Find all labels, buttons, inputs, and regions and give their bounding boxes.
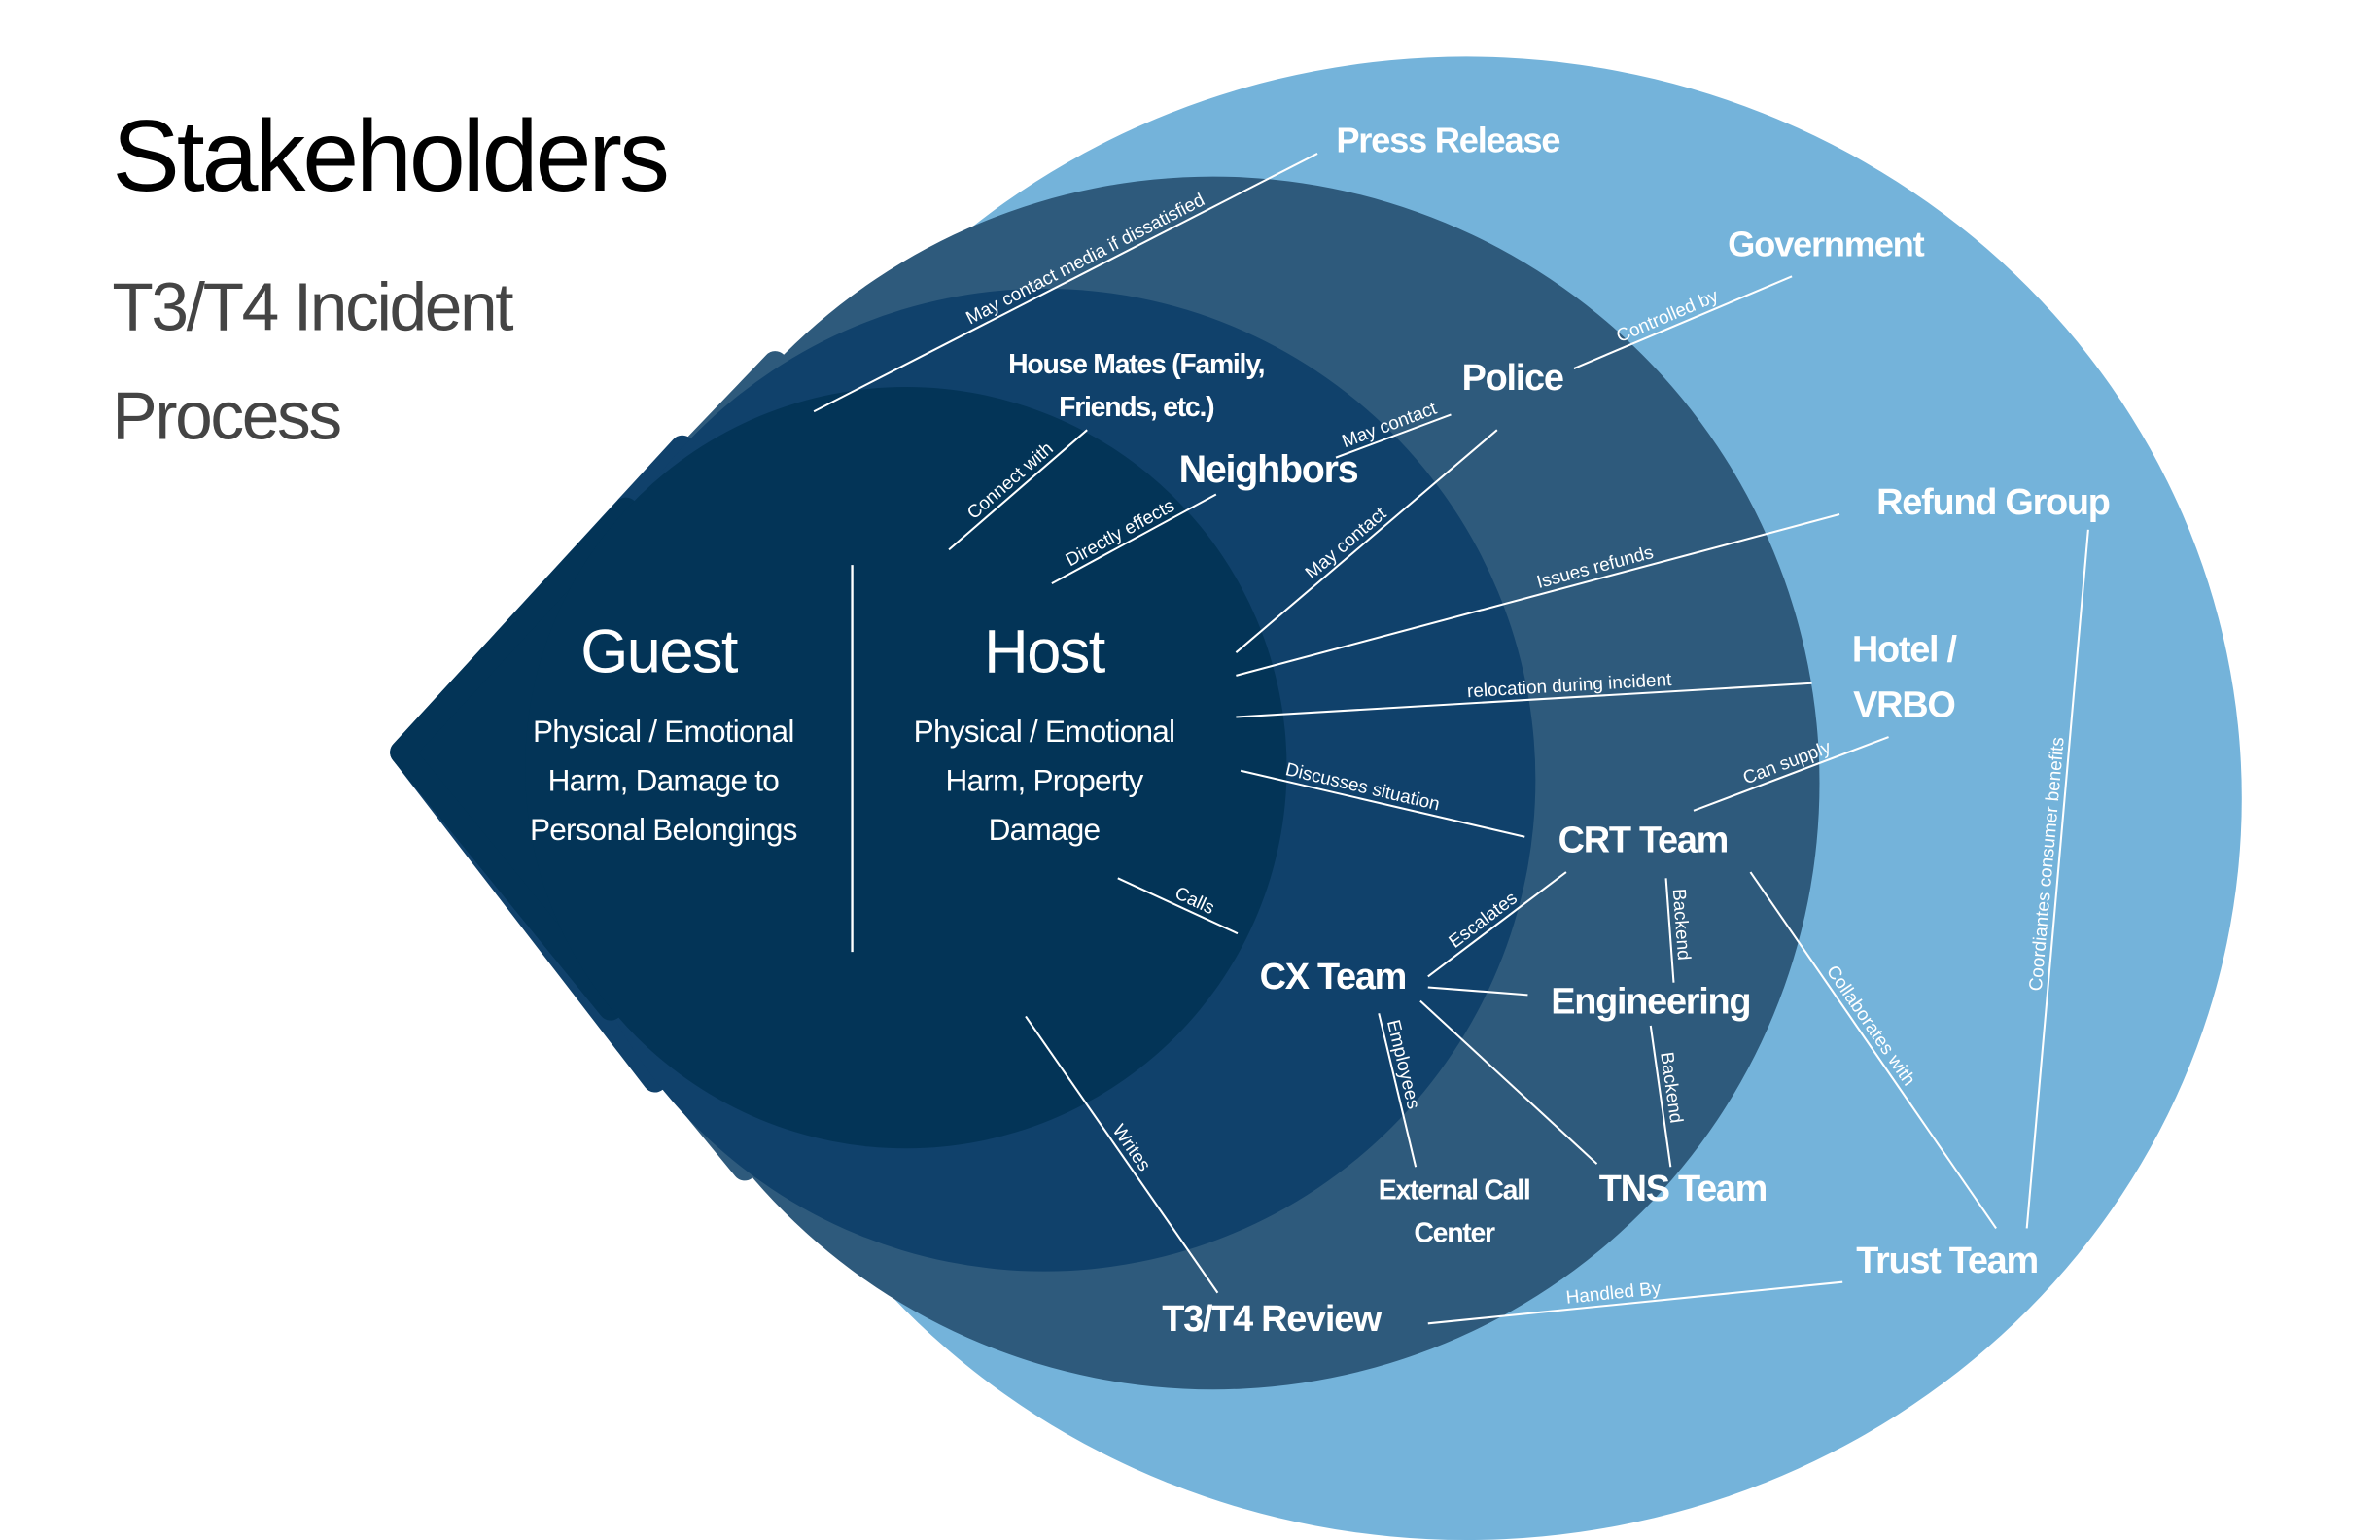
edge-line — [1427, 1280, 1843, 1325]
edge-line — [1051, 493, 1217, 585]
host-title: Host — [984, 618, 1106, 686]
node-tns-team: TNS Team — [1599, 1169, 1767, 1209]
edge-line — [1664, 878, 1675, 983]
edge-line — [948, 429, 1088, 551]
edge-line — [2025, 529, 2089, 1229]
host-desc-line: Physical / Emotional — [914, 714, 1175, 749]
node-external-call-center: Center — [1414, 1218, 1495, 1249]
edge-line — [1117, 877, 1239, 935]
node-t3t4-review: T3/T4 Review — [1162, 1299, 1382, 1340]
core-ring — [390, 386, 1287, 1149]
edge-cx-engineering — [1427, 986, 1528, 997]
edge-line — [1235, 429, 1498, 653]
node-neighbors: Neighbors — [1179, 448, 1358, 491]
edge-line — [1378, 1013, 1418, 1168]
edge-line — [1236, 513, 1840, 677]
edge-line — [1335, 413, 1452, 459]
edge-label: Backend — [1668, 888, 1694, 961]
guest-desc-line: Harm, Damage to — [548, 762, 780, 797]
page-subtitle-line-2: Process — [112, 378, 340, 454]
edge-cx-tns — [1419, 999, 1598, 1165]
edge-crt-engineering: Backend — [1664, 878, 1694, 983]
guest-node: Guest Physical / Emotional Harm, Damage … — [530, 618, 797, 847]
page-subtitle-line-1: T3/T4 Incident — [112, 269, 513, 345]
host-node: Host Physical / Emotional Harm, Property… — [914, 618, 1175, 847]
core-ring-circle — [525, 386, 1287, 1149]
guest-title: Guest — [580, 618, 739, 686]
node-house-mates: Friends, etc.) — [1059, 392, 1214, 423]
host-desc-line: Damage — [989, 812, 1101, 847]
node-press-release: Press Release — [1336, 120, 1559, 159]
node-police: Police — [1462, 358, 1563, 399]
node-government: Government — [1728, 225, 1924, 264]
node-trust-team: Trust Team — [1856, 1241, 2038, 1281]
edge-line — [1427, 871, 1567, 978]
edge-line — [1693, 736, 1889, 812]
node-cx-team: CX Team — [1260, 957, 1407, 998]
host-desc-line: Harm, Property — [945, 762, 1143, 797]
node-house-mates: House Mates (Family, — [1008, 349, 1264, 380]
edge-line — [1749, 871, 1997, 1229]
page-title: Stakeholders — [112, 100, 666, 213]
guest-desc-line: Physical / Emotional — [533, 714, 794, 749]
edge-line — [1236, 682, 1812, 718]
node-hotel-vrbo: VRBO — [1853, 685, 1954, 726]
edge-line — [1025, 1015, 1219, 1294]
edge-line — [1427, 986, 1528, 997]
node-external-call-center: External Call — [1379, 1174, 1530, 1206]
node-crt-team: CRT Team — [1558, 820, 1728, 860]
stakeholder-rings — [390, 56, 2242, 1540]
guest-desc-line: Personal Belongings — [530, 812, 797, 847]
node-engineering: Engineering — [1551, 981, 1750, 1022]
node-hotel-vrbo: Hotel / — [1852, 630, 1958, 671]
edge-line — [1649, 1025, 1672, 1168]
edge-line — [1240, 769, 1525, 838]
node-refund-group: Refund Group — [1876, 482, 2110, 523]
edge-line — [1573, 275, 1793, 369]
edge-line — [813, 153, 1318, 413]
edge-line — [1419, 999, 1598, 1165]
